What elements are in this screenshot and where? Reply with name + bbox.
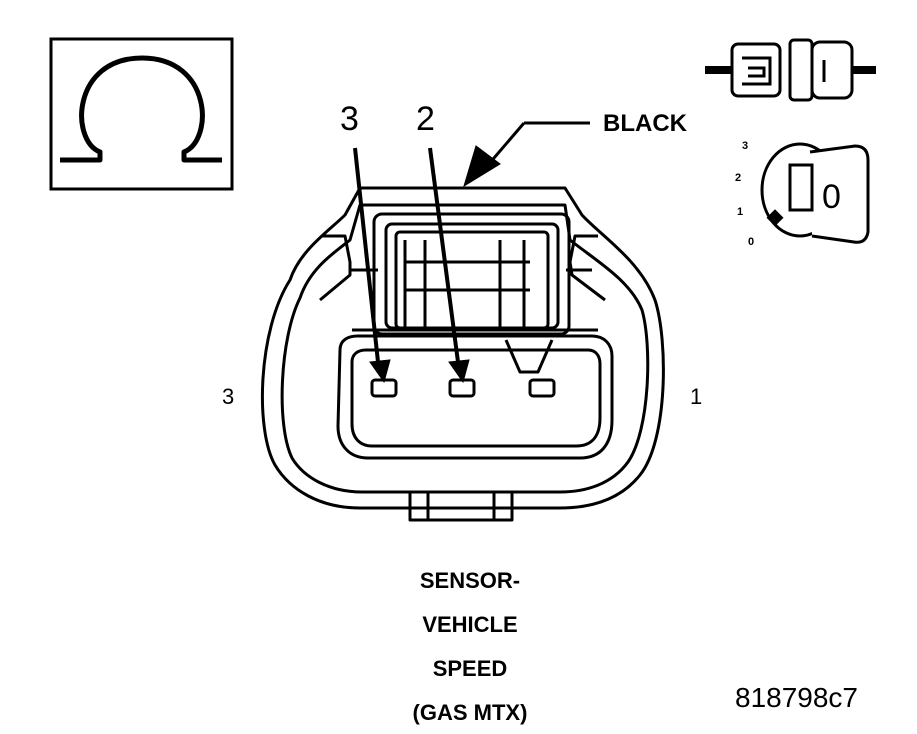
caption-line-3: SPEED	[432, 656, 508, 681]
wire-color-callout: BLACK	[603, 110, 687, 137]
key-position-3: 3	[742, 140, 749, 152]
key-position-0: 0	[748, 236, 755, 248]
connector-disconnected-icon	[705, 38, 876, 102]
ignition-key-icon	[760, 142, 870, 244]
figure-id: 818798c7	[735, 682, 859, 713]
key-marking: 0	[822, 178, 841, 216]
terminal-2	[448, 378, 476, 398]
caption-line-2: VEHICLE	[422, 612, 518, 637]
key-position-1: 1	[737, 206, 744, 218]
key-position-2: 2	[735, 172, 742, 184]
pin-3-arrow-label: 3	[340, 100, 359, 138]
caption-line-1: SENSOR-	[419, 568, 521, 593]
pin-2-arrow-label: 2	[416, 100, 435, 138]
pin-pointer-arrows	[353, 147, 470, 384]
terminal-1	[528, 378, 556, 398]
caption-line-4: (GAS MTX)	[412, 700, 528, 725]
black-callout-arrow	[463, 121, 590, 188]
connector-body	[260, 186, 665, 522]
ohmmeter-icon	[49, 37, 234, 191]
side-pin-label-right: 1	[690, 384, 703, 409]
side-pin-label-left: 3	[222, 384, 235, 409]
